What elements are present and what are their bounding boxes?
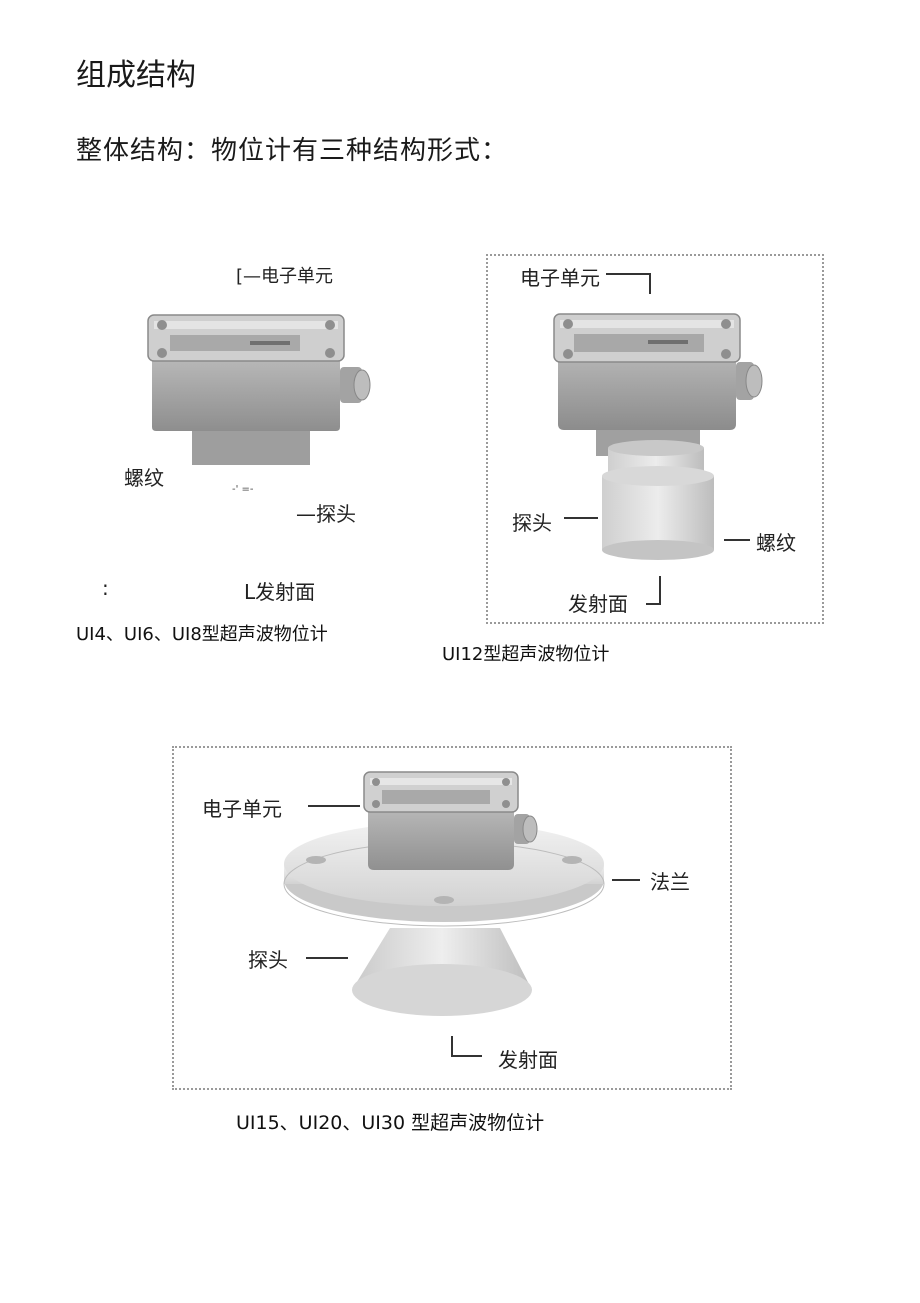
ui12-label-emitter: 发射面 <box>568 592 628 616</box>
ui4-label-electronics: [—电子单元 <box>236 266 334 287</box>
ui15-label-probe: 探头 <box>248 948 288 972</box>
ui4-caption: UI4、UI6、UI8型超声波物位计 <box>76 624 328 645</box>
device-ui15-image <box>283 771 605 1016</box>
ui12-label-thread: 螺纹 <box>756 531 796 555</box>
ui4-label-colon: : <box>102 576 109 600</box>
ui15-figure-frame <box>172 746 732 1090</box>
device-ui4-image <box>147 314 371 465</box>
ui4-label-thread: 螺纹 <box>124 466 164 490</box>
ui12-label-probe: 探头 <box>512 511 552 535</box>
ui15-label-emitter: 发射面 <box>498 1048 558 1072</box>
ui12-leader-lines <box>564 273 750 605</box>
ui4-label-noise: -' =- <box>232 484 254 495</box>
ui15-caption: UI15、UI20、UI30 型超声波物位计 <box>236 1112 545 1134</box>
ui12-label-electronics: 电子单元 <box>520 266 600 290</box>
ui15-label-flange: 法兰 <box>650 870 690 894</box>
page-title: 组成结构 <box>76 58 196 93</box>
ui12-figure-frame <box>486 254 824 624</box>
ui4-label-probe: —探头 <box>296 502 356 526</box>
ui4-label-emitter: L发射面 <box>244 580 316 604</box>
ui12-caption: UI12型超声波物位计 <box>442 644 610 665</box>
device-ui12-image <box>553 313 763 560</box>
ui15-label-electronics: 电子单元 <box>202 797 282 821</box>
ui15-leader-lines <box>306 805 640 1057</box>
section-subtitle: 整体结构：物位计有三种结构形式： <box>76 136 509 166</box>
